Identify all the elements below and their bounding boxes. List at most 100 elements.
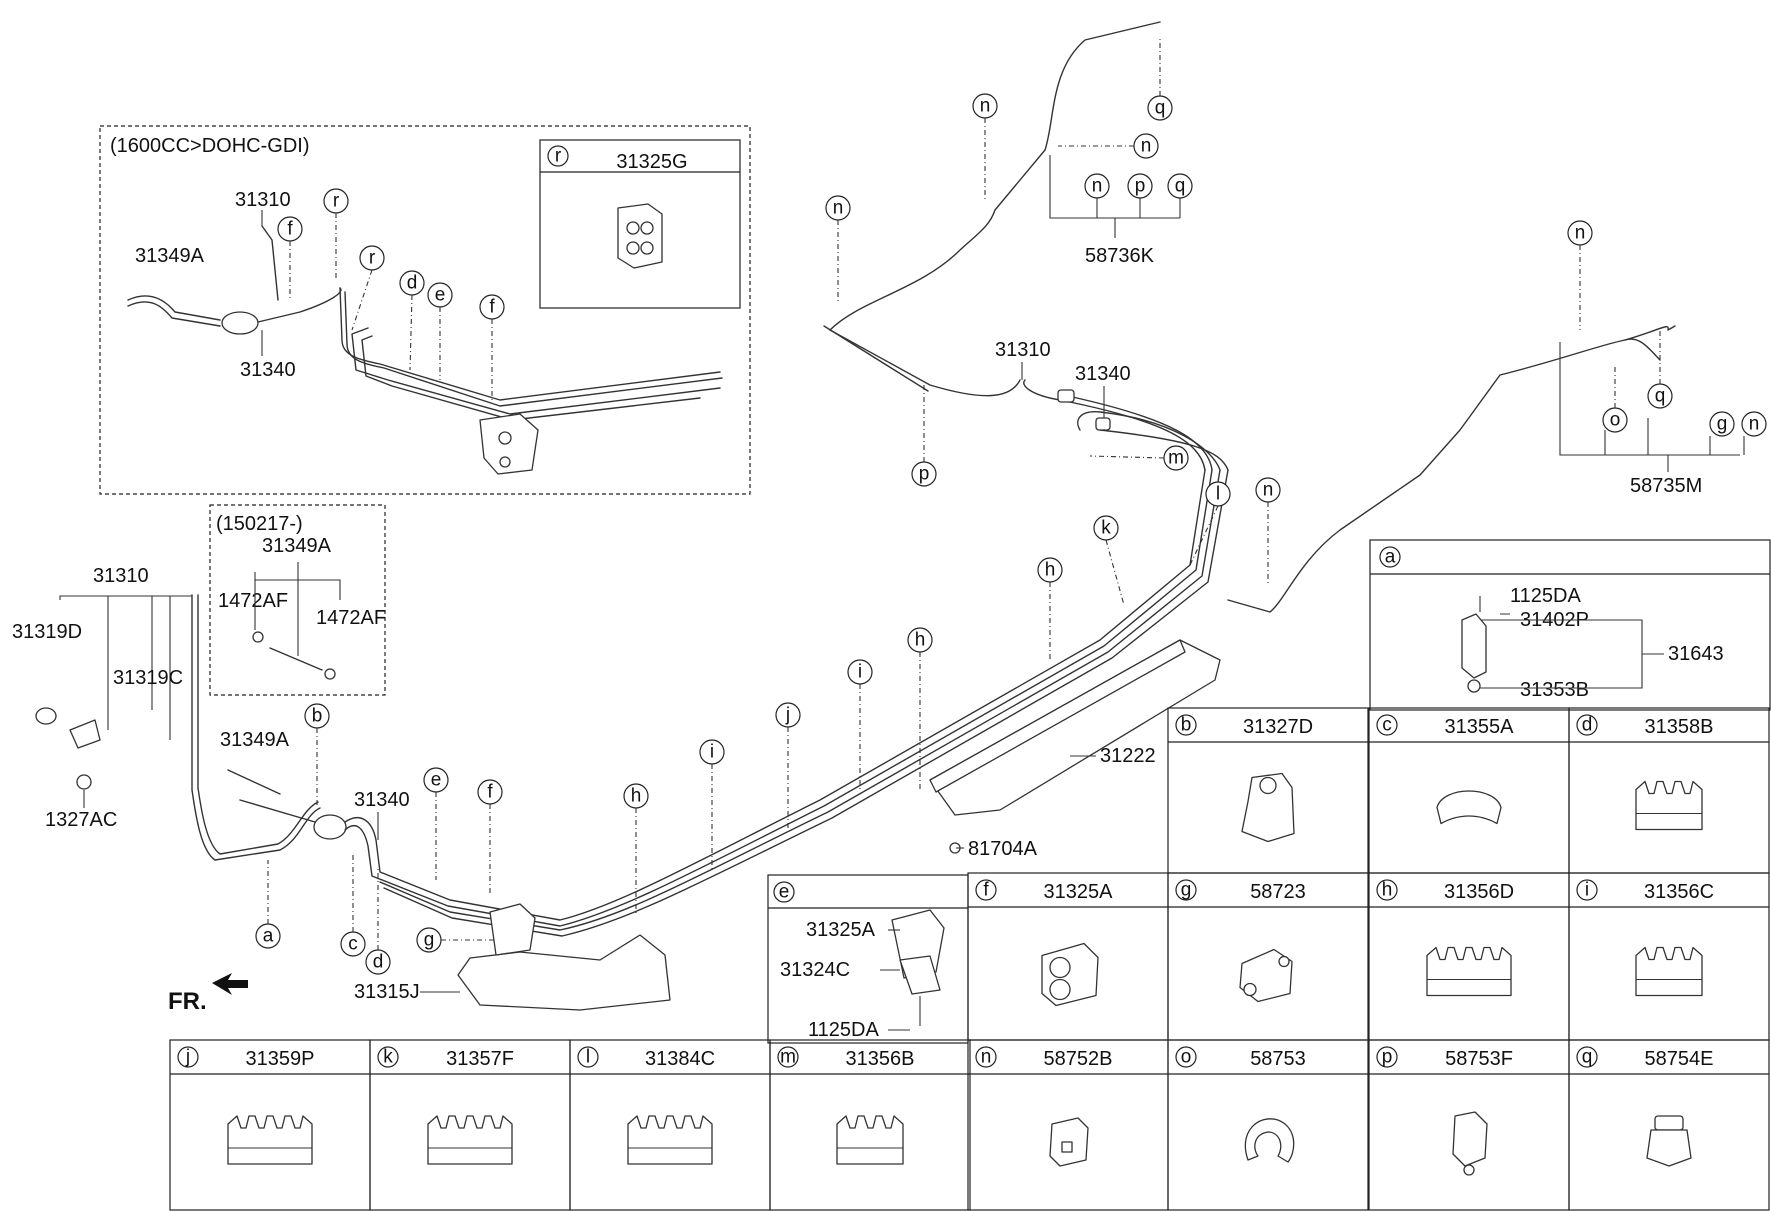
svg-text:a: a — [263, 926, 274, 947]
clip-31327d-icon — [1241, 772, 1295, 843]
svg-text:h: h — [915, 630, 926, 651]
detail-cell-part-number: 31384C — [645, 1048, 715, 1070]
detail-e: e 31325A 31324C 1125DA — [767, 874, 969, 1044]
detail-r-circle — [547, 145, 569, 167]
detail-a-part-31353b: 31353B — [1520, 679, 1589, 701]
label-31340-rear: 31340 — [1075, 363, 1131, 385]
svg-text:f: f — [489, 297, 495, 318]
detail-cell-letter: q — [1582, 1047, 1593, 1068]
detail-r-box — [539, 139, 741, 309]
svg-text:q: q — [1175, 176, 1186, 197]
label-1327ac: 1327AC — [45, 809, 117, 831]
inset-date-frame — [209, 504, 386, 696]
detail-a-letter: a — [1385, 547, 1396, 568]
clip-58723-icon — [1239, 948, 1293, 1003]
detail-cell-part-number: 31356B — [846, 1048, 915, 1070]
clip-31325g-icon — [617, 203, 663, 269]
svg-text:q: q — [1155, 98, 1166, 119]
bracket-31324c-icon — [880, 909, 945, 1031]
group-label-58735m: 58735M — [1630, 475, 1702, 497]
detail-cell-d: d 31358B — [1568, 707, 1770, 874]
svg-text:i: i — [710, 742, 714, 763]
svg-text:g: g — [424, 930, 435, 951]
svg-text:d: d — [373, 952, 384, 973]
rear-filter — [1057, 389, 1111, 431]
detail-cell-letter: m — [780, 1047, 796, 1068]
detail-cell-letter: k — [383, 1047, 393, 1068]
detail-e-letter: e — [779, 882, 790, 903]
inset-engine-frame — [99, 125, 751, 495]
clip-58753-icon — [1244, 1118, 1295, 1163]
svg-text:b: b — [312, 706, 323, 727]
detail-e-part-1125da: 1125DA — [808, 1019, 879, 1041]
detail-cell-letter: b — [1181, 715, 1192, 736]
inset-callouts: f r r d e f — [277, 188, 505, 400]
inset-label-31340: 31340 — [240, 359, 296, 381]
detail-e-part-31324c: 31324C — [780, 959, 850, 981]
svg-text:g: g — [1717, 414, 1728, 435]
svg-text:n: n — [1749, 414, 1760, 435]
clip-58753f-icon — [1452, 1111, 1488, 1176]
svg-text:p: p — [1135, 176, 1146, 197]
svg-text:d: d — [407, 273, 418, 294]
detail-cell-n: n 58752B — [967, 1039, 1169, 1211]
inset-date: (150217-) 31349A 1472AF 1472AF — [209, 504, 386, 696]
svg-text:m: m — [1168, 448, 1184, 469]
detail-cell-part-number: 31357F — [446, 1048, 514, 1070]
bracket-31315j — [457, 903, 671, 1011]
main-callouts: a b c d e f g h h h i i j k — [255, 36, 1767, 975]
detail-cell-letter: f — [983, 880, 989, 901]
group-label-58736k: 58736K — [1085, 245, 1155, 267]
inset-date-label-1472af-left: 1472AF — [218, 590, 288, 612]
clamp-31402p-icon — [1461, 596, 1487, 693]
svg-text:l: l — [1216, 484, 1220, 505]
clip-58752b-icon — [1049, 1117, 1089, 1167]
clip-31356d-icon — [1426, 946, 1512, 997]
detail-cell-k: k 31357F — [369, 1039, 571, 1211]
clip-31356b-icon — [836, 1115, 904, 1165]
inset-engine-condition: (1600CC>DOHC-GDI) — [110, 135, 309, 157]
svg-text:k: k — [1101, 518, 1111, 539]
svg-text:r: r — [369, 248, 376, 269]
detail-cell-part-number: 31356C — [1644, 881, 1714, 903]
svg-text:n: n — [1575, 223, 1586, 244]
detail-cell-part-number: 58752B — [1044, 1048, 1113, 1070]
svg-text:f: f — [487, 782, 493, 803]
svg-text:o: o — [1610, 410, 1621, 431]
clip-31325a-icon — [1041, 942, 1099, 1007]
detail-cell-letter: d — [1582, 715, 1593, 736]
detail-cell-letter: c — [1382, 715, 1392, 736]
svg-text:n: n — [1263, 480, 1274, 501]
label-31349a-main: 31349A — [220, 729, 290, 751]
svg-text:j: j — [785, 705, 790, 726]
detail-a-part-1125da: 1125DA — [1510, 585, 1581, 607]
svg-text:e: e — [431, 770, 442, 791]
main-filter — [239, 469, 1229, 937]
detail-cell-l: l 31384C — [569, 1039, 771, 1211]
inset-mount-bracket — [479, 413, 539, 475]
front-arrow-icon — [212, 973, 248, 995]
detail-r-letter: r — [555, 146, 562, 167]
detail-a: a 1125DA 31402P 31353B 31643 — [1369, 539, 1771, 711]
detail-cell-letter: n — [981, 1047, 992, 1068]
label-31310-rear: 31310 — [995, 339, 1051, 361]
inset-hose — [127, 295, 221, 321]
svg-text:f: f — [287, 219, 293, 240]
svg-text:n: n — [833, 198, 844, 219]
detail-cell-letter: l — [586, 1047, 590, 1068]
svg-text:n: n — [1141, 136, 1152, 157]
svg-text:r: r — [333, 191, 340, 212]
detail-cell-part-number: 31358B — [1645, 716, 1714, 738]
inset-label-31349a: 31349A — [135, 245, 205, 267]
label-31340-main: 31340 — [354, 789, 410, 811]
front-direction-mark: FR. — [168, 988, 207, 1015]
